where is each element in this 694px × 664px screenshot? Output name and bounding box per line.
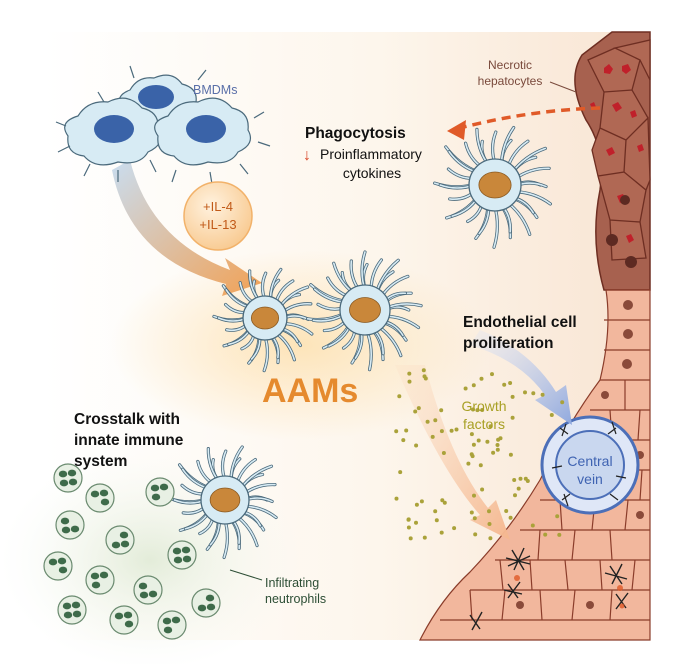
necrotic-hepatocyte-tissue bbox=[574, 31, 651, 291]
crosstalk-label-line3: system bbox=[74, 453, 127, 470]
neutrophil-icon bbox=[85, 483, 115, 513]
bmdm-cell-icon bbox=[154, 97, 251, 166]
neutrophil-icon bbox=[57, 595, 87, 625]
neutrophil-group bbox=[43, 463, 221, 640]
phagocytosis-arrowhead bbox=[447, 120, 466, 140]
growth-label-line1: Growth bbox=[461, 398, 506, 414]
growth-label-line2: factors bbox=[463, 416, 505, 432]
il4-label: +IL-4 bbox=[203, 199, 233, 214]
endothelial-label-line1: Endothelial cell bbox=[463, 314, 577, 331]
macrophage-icon bbox=[306, 250, 423, 372]
bmdm-cell-icon bbox=[64, 97, 161, 166]
neutrophil-icon bbox=[145, 477, 175, 507]
necrotic-leader-line bbox=[549, 81, 577, 93]
endothelial-label-line2: proliferation bbox=[463, 335, 553, 352]
growth-factor-dots bbox=[394, 368, 565, 541]
dividing-cell-icon bbox=[469, 547, 629, 631]
il13-label: +IL-13 bbox=[199, 217, 236, 232]
neutrophil-icon bbox=[43, 551, 73, 581]
differentiation-arrow bbox=[112, 160, 262, 296]
neutrophil-icon bbox=[85, 565, 115, 595]
neutrophil-icon bbox=[191, 588, 221, 618]
crosstalk-label-line1: Crosstalk with bbox=[74, 411, 180, 428]
proinflammatory-label: Proinflammatory bbox=[320, 146, 422, 162]
growth-factor-arrow bbox=[395, 365, 510, 540]
neutrophil-icon bbox=[105, 525, 135, 555]
crosstalk-label-line2: innate immune bbox=[74, 432, 184, 449]
neutrophil-icon bbox=[53, 463, 83, 493]
neutrophil-leader-line bbox=[229, 569, 263, 581]
bmdms-label: BMDMs bbox=[193, 83, 237, 97]
infiltrating-label-line2: neutrophils bbox=[265, 592, 326, 606]
macrophage-icon bbox=[167, 445, 278, 560]
central-label-line1: Central bbox=[567, 453, 612, 469]
neutrophil-icon bbox=[157, 610, 187, 640]
bmdm-cluster bbox=[55, 65, 271, 185]
central-vein-icon bbox=[540, 415, 640, 515]
il-badge bbox=[183, 181, 253, 251]
down-arrow-icon: ↓ bbox=[303, 147, 311, 164]
neutrophil-icon bbox=[133, 575, 163, 605]
macrophage-icon bbox=[212, 267, 314, 373]
phagocytosis-arrow bbox=[459, 106, 601, 130]
necrotic-label-line1: Necrotic bbox=[488, 58, 532, 72]
phagocytosis-label: Phagocytosis bbox=[305, 125, 406, 142]
necrotic-label-line2: hepatocytes bbox=[478, 74, 543, 88]
infiltrating-label-line1: Infiltrating bbox=[265, 576, 319, 590]
aams-label: AAMs bbox=[262, 372, 358, 410]
neutrophil-icon bbox=[167, 540, 197, 570]
neutrophil-icon bbox=[109, 605, 139, 635]
endothelial-arrow bbox=[470, 330, 572, 425]
cytokines-label: cytokines bbox=[343, 165, 401, 181]
neutrophil-icon bbox=[55, 510, 85, 540]
macrophage-icon bbox=[433, 125, 552, 249]
central-label-line2: vein bbox=[577, 471, 603, 487]
